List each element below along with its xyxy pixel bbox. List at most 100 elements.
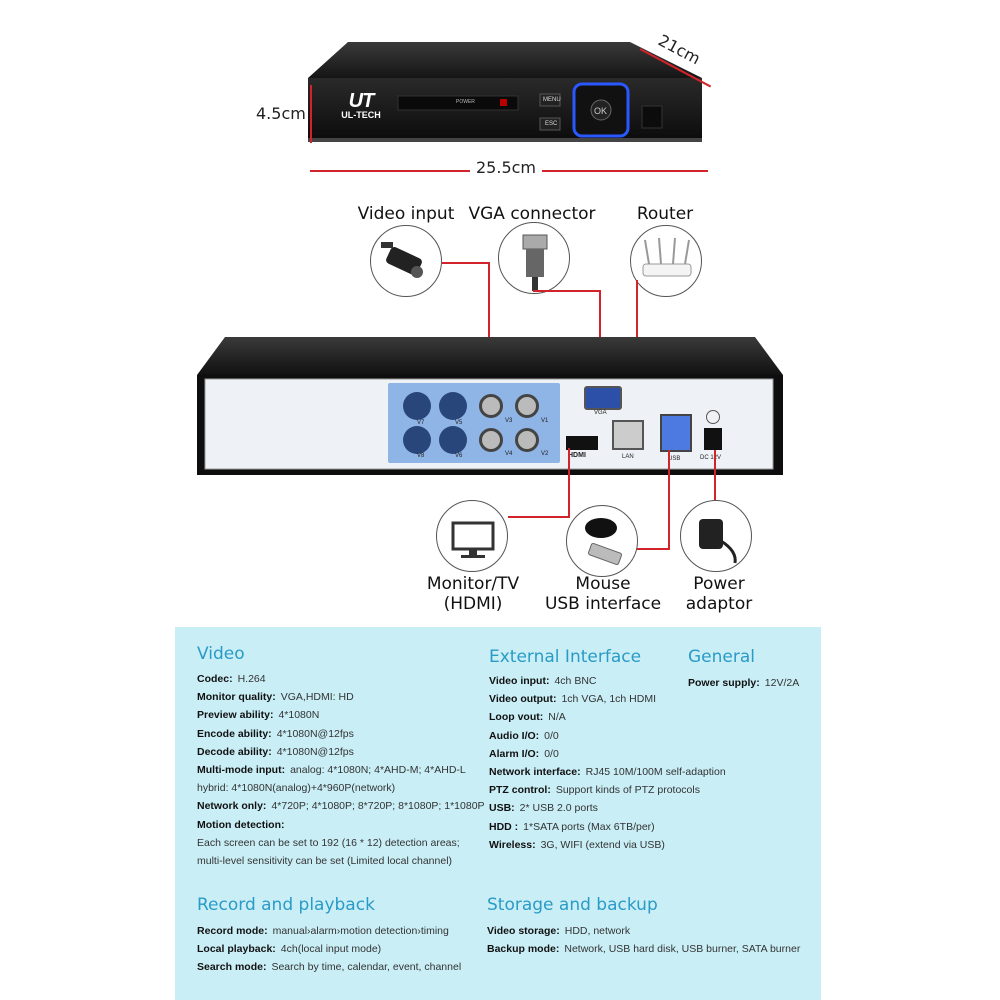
vga-connector-icon [498, 222, 570, 294]
section-title-storage: Storage and backup [487, 895, 658, 915]
spec-row: Network interface:RJ45 10M/100M self-ada… [489, 766, 726, 779]
spec-row: PTZ control:Support kinds of PTZ protoco… [489, 784, 700, 797]
caption-monitor-line1: Monitor/TV [426, 574, 520, 594]
spec-row: Search mode:Search by time, calendar, ev… [197, 961, 462, 974]
spec-list-general: Power supply:12V/2A [688, 674, 799, 692]
dvr-front-illustration [308, 42, 702, 142]
vga-label: VGA [594, 410, 607, 416]
spec-row: HDD :1*SATA ports (Max 6TB/per) [489, 820, 655, 833]
caption-mouse-line1: Mouse [575, 574, 631, 594]
port-label-v1: V1 [541, 418, 549, 424]
spec-list-video: Codec:H.264 Monitor quality:VGA,HDMI: HD… [197, 670, 485, 870]
caption-monitor: Monitor/TV (HDMI) [410, 574, 536, 614]
spec-row: Video input:4ch BNC [489, 675, 597, 687]
bnc-ports: V7 V5 V3 V1 V8 V6 V4 V2 [395, 388, 555, 460]
bnc-port-v1 [515, 394, 539, 418]
section-title-record: Record and playback [197, 895, 375, 915]
spec-row: Local playback:4ch(local input mode) [197, 943, 382, 956]
dc-label: DC 12V [700, 455, 722, 461]
spec-list-storage: Video storage:HDD, network Backup mode:N… [487, 922, 800, 958]
spec-row: Power supply:12V/2A [688, 677, 800, 689]
hdmi-line-h [508, 516, 570, 518]
width-dimension: 25.5cm [470, 158, 543, 177]
spec-row: Wireless:3G, WIFI (extend via USB) [489, 838, 665, 851]
port-label-v2: V2 [541, 451, 549, 457]
spec-list-record: Record mode:manual›alarm›motion detectio… [197, 922, 461, 977]
power-switch-icon [706, 410, 720, 424]
usb-line-h [632, 548, 670, 550]
port-label-v3: V3 [505, 418, 513, 424]
vga-line-h [533, 290, 601, 292]
spec-row: Codec:H.264 [197, 673, 266, 685]
mouse-usb-icon [566, 505, 638, 577]
usb-ports [660, 414, 692, 452]
section-title-general: General [688, 647, 755, 667]
height-dim-line [310, 85, 312, 143]
port-label-v4: V4 [505, 451, 513, 457]
brand-logo: UT UL-TECH [326, 90, 396, 120]
spec-list-external: Video input:4ch BNC Video output:1ch VGA… [489, 672, 726, 854]
section-title-video: Video [197, 644, 245, 664]
port-blank-v7 [403, 392, 431, 420]
port-label-v8: V8 [417, 453, 425, 459]
hdmi-port [566, 436, 598, 450]
height-dimension: 4.5cm [256, 104, 306, 123]
spec-row: Multi-mode input:analog: 4*1080N; 4*AHD-… [197, 764, 466, 777]
usb-line-v [668, 450, 670, 550]
spec-row: Backup mode:Network, USB hard disk, USB … [487, 943, 801, 956]
caption-power-line1: Power [693, 574, 745, 594]
spec-row: hybrid: 4*1080N(analog)+4*960P(network) [197, 782, 396, 795]
spec-row: Network only:4*720P; 4*1080P; 8*720P; 8*… [197, 800, 485, 813]
spec-row: Alarm I/O:0/0 [489, 747, 559, 760]
lan-port [612, 420, 644, 450]
port-label-v5: V5 [455, 420, 463, 426]
router-icon [630, 225, 702, 297]
spec-row: Audio I/O:0/0 [489, 729, 559, 742]
brand-name: UL-TECH [341, 110, 381, 120]
usb-label: USB [668, 456, 681, 462]
power-adaptor-icon [680, 500, 752, 572]
bnc-port-v3 [479, 394, 503, 418]
port-blank-v8 [403, 426, 431, 454]
spec-row: Video storage:HDD, network [487, 925, 631, 937]
monitor-icon [436, 500, 508, 572]
caption-video-input: Video input [357, 204, 455, 224]
front-ok-label: OK [594, 106, 608, 116]
bnc-port-v2 [515, 428, 539, 452]
caption-monitor-line2: (HDMI) [443, 594, 503, 614]
spec-panel [175, 627, 821, 1000]
spec-row: Preview ability:4*1080N [197, 709, 320, 722]
caption-power: Power adaptor [664, 574, 774, 614]
video-input-line-v [488, 262, 490, 402]
spec-row: multi-level sensitivity can be set (Limi… [197, 855, 453, 868]
spec-row: Each screen can be set to 192 (16 * 12) … [197, 836, 460, 849]
port-blank-v5 [439, 392, 467, 420]
ut-logo-mark: UT [348, 90, 375, 112]
camera-icon [370, 225, 442, 297]
spec-row: USB:2* USB 2.0 ports [489, 802, 598, 815]
hdmi-line-v [568, 448, 570, 518]
caption-router: Router [636, 204, 694, 224]
port-label-v6: V6 [455, 453, 463, 459]
port-blank-v6 [439, 426, 467, 454]
bnc-port-v4 [479, 428, 503, 452]
vga-port [584, 386, 622, 410]
spec-row: Motion detection: [197, 818, 285, 831]
video-input-line-h [442, 262, 490, 264]
caption-vga-connector: VGA connector [468, 204, 596, 224]
section-title-external: External Interface [489, 647, 642, 667]
front-menu-label: MENU [543, 97, 561, 103]
spec-row: Record mode:manual›alarm›motion detectio… [197, 925, 449, 937]
spec-row: Video output:1ch VGA, 1ch HDMI [489, 693, 656, 706]
spec-row: Encode ability:4*1080N@12fps [197, 727, 354, 740]
front-power-label: POWER [456, 99, 475, 105]
dc-port [704, 428, 722, 450]
caption-power-line2: adaptor [685, 594, 753, 614]
caption-mouse-line2: USB interface [544, 594, 662, 614]
spec-row: Monitor quality:VGA,HDMI: HD [197, 691, 354, 704]
caption-mouse: Mouse USB interface [540, 574, 666, 614]
port-label-v7: V7 [417, 420, 425, 426]
front-esc-label: ESC [545, 121, 558, 127]
hdmi-label: HDMI [568, 452, 586, 459]
spec-row: Loop vout:N/A [489, 711, 566, 724]
